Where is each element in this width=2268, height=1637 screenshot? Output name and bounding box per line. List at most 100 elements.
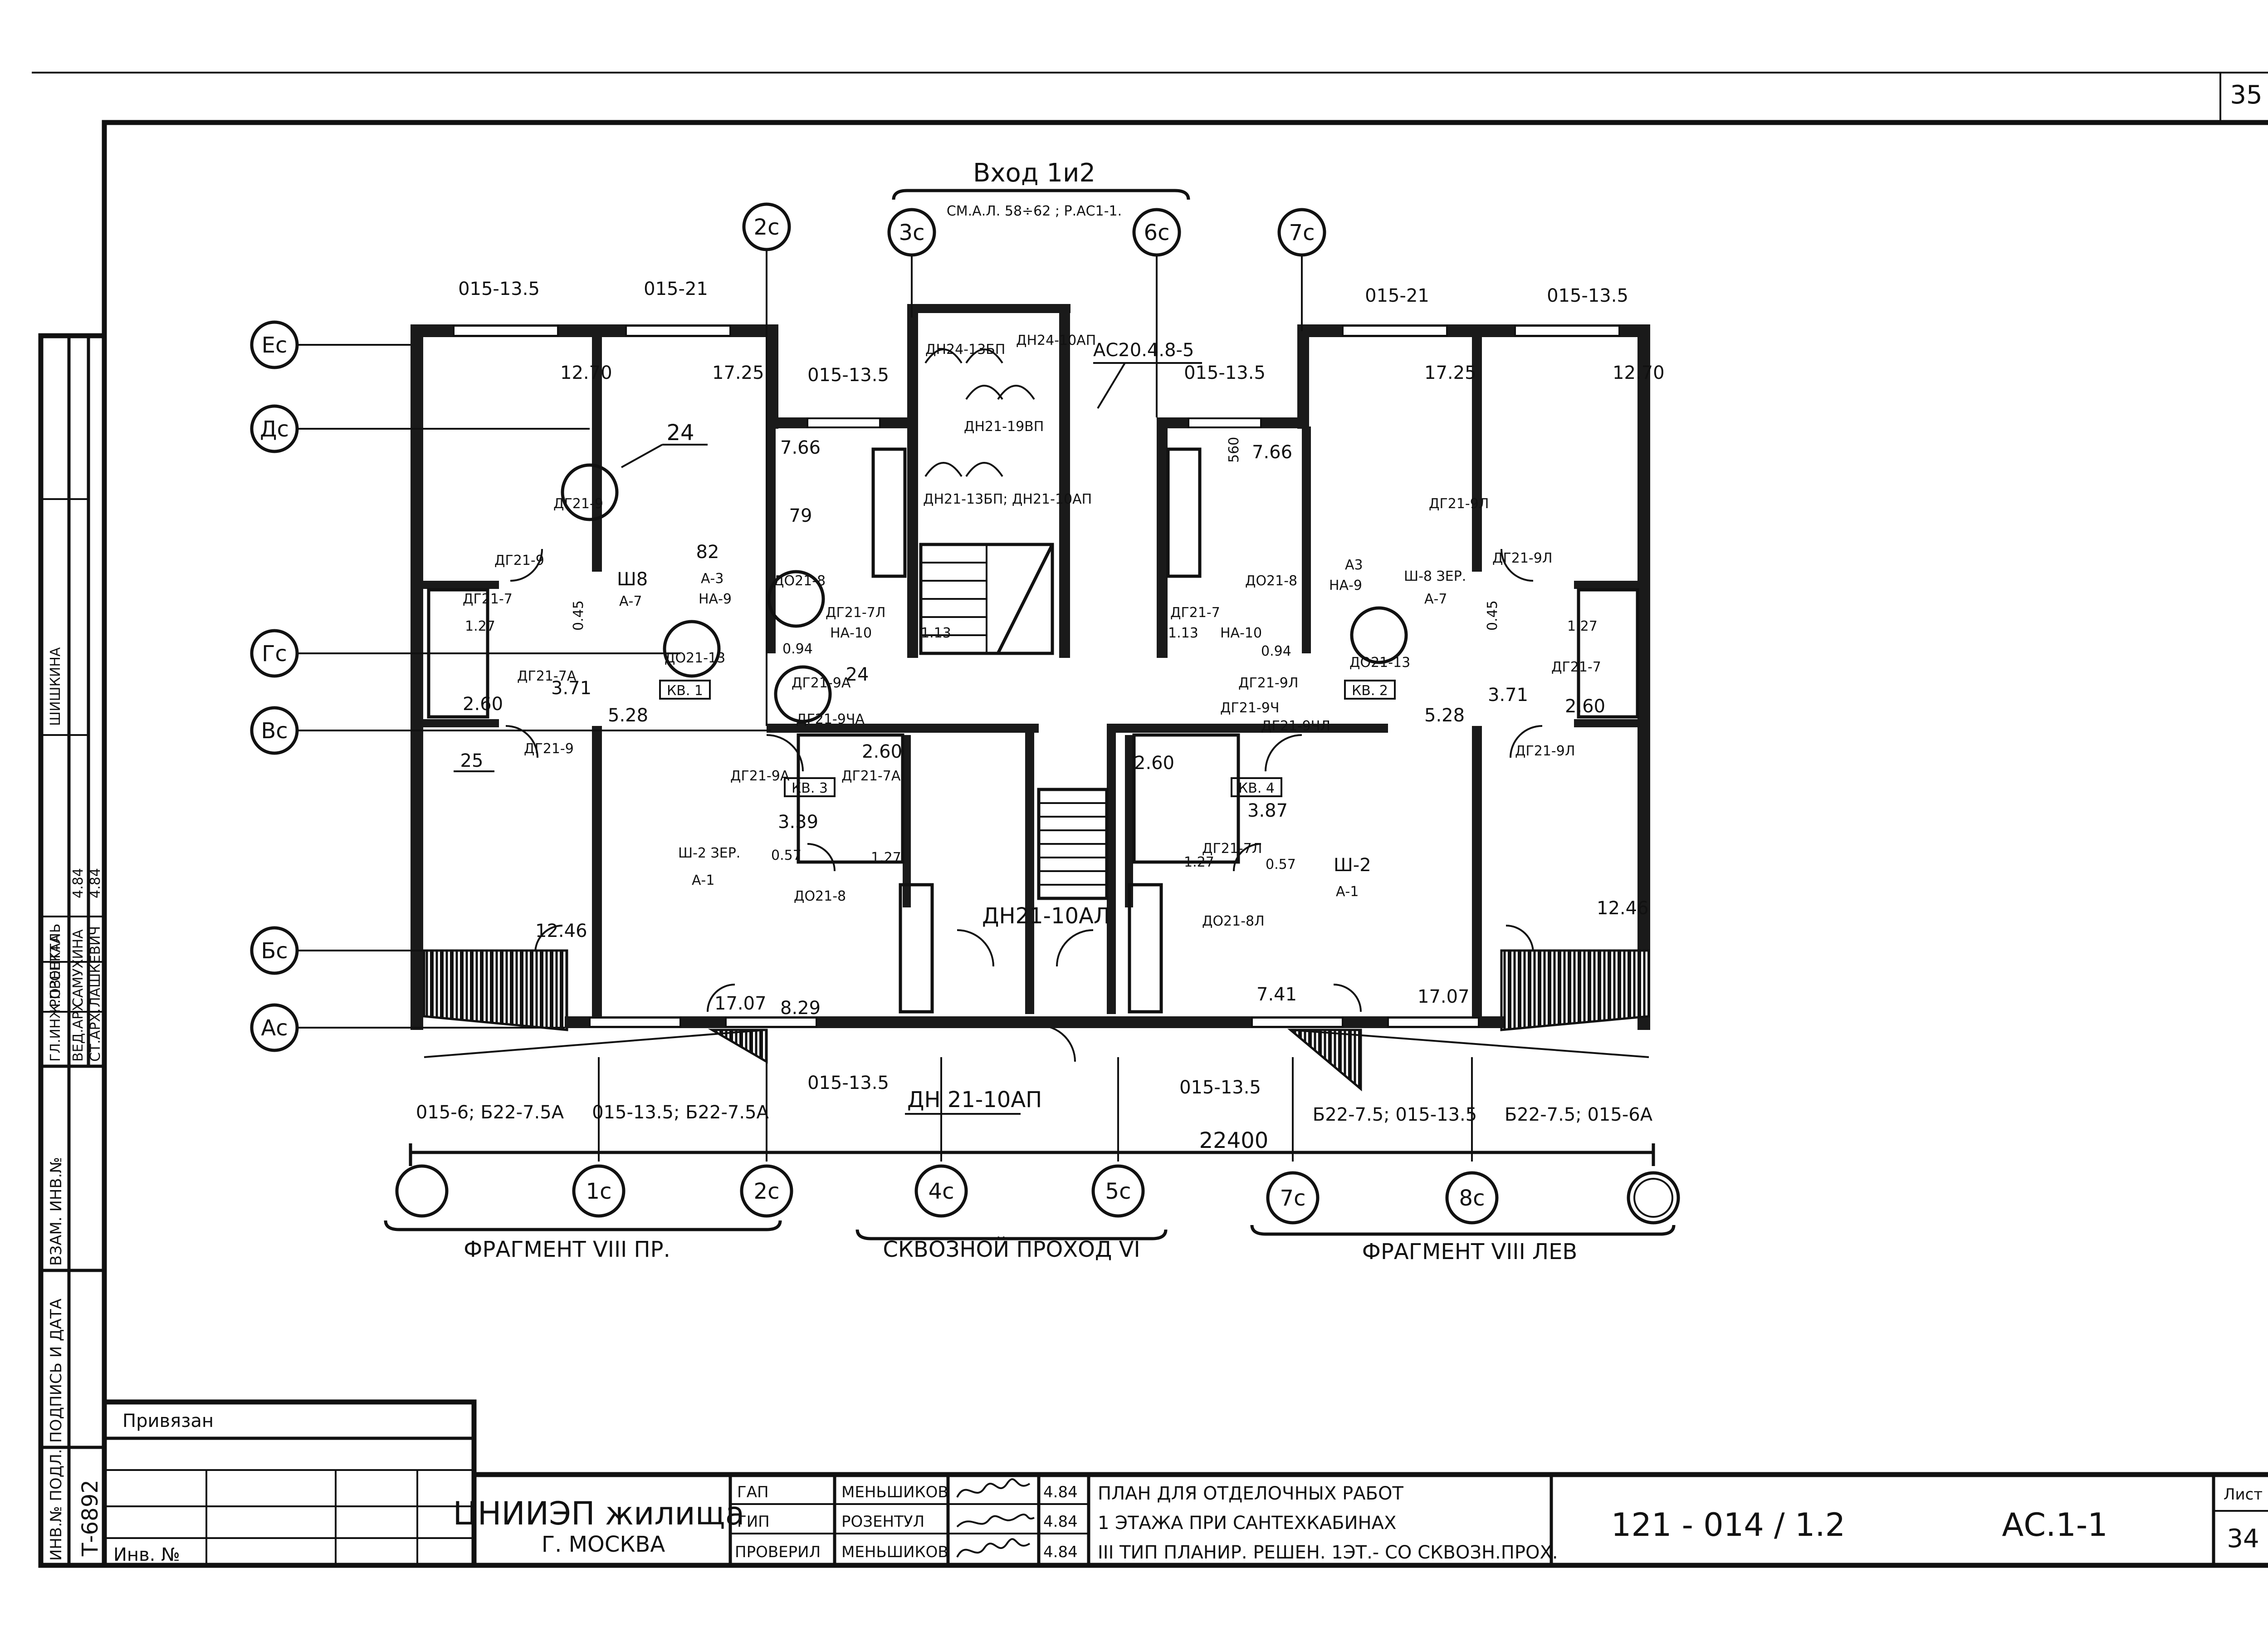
door-19: ДО21-13 [665,650,725,666]
leader-0: 24 [666,420,694,446]
area-31: 0.45 [1485,600,1501,631]
door-42: ДН21-19ВП [964,419,1044,435]
axis-rows: Ес Дс Гс Вс Бс Ас [250,320,771,1052]
window-top-5: 015-13.5 [1547,285,1628,306]
door-35: Ш-2 [1334,855,1371,876]
room-areas: 12.70 17.25 17.25 12.70 7.66 7.66 3.71 5… [463,363,1665,1019]
window-top-1: 015-21 [644,279,708,299]
door-4: ДГ21-7А [517,668,577,684]
area-23: 1.27 [1567,618,1598,634]
floor-plan: 22400 [409,304,1655,1166]
signature-1 [956,1478,1031,1498]
tb-role-0: ГАП [737,1483,769,1501]
door-marks: ДГ21-9 ДГ21-9 ДГ21-9 ДГ21-7 ДГ21-7А ДГ21… [463,333,1601,1115]
tb-sheet-id: АС.1-1 [2002,1506,2107,1544]
axis-row-B: Бс [261,938,288,964]
leader-4: 24 [846,664,869,685]
window-bottom-5: Б22-7.5; 015-6А [1505,1104,1653,1125]
tb-role-1: ГИП [737,1513,770,1531]
door-27: А3 [1345,557,1363,573]
area-11: 2.60 [1565,696,1605,717]
stamp-date-1: 4.84 [70,868,86,898]
door-26: НА-9 [699,591,732,607]
door-6: ДГ21-9А [792,675,851,691]
window-bottom-3: 015-13.5 [1179,1077,1261,1098]
entry-header: Вход 1и2 СМ.А.Л. 58÷62 ; Р.АС1-1. [892,158,1190,219]
axis-bottom-8c-bubble [1445,1171,1499,1225]
window-bottom-2: 015-13.5 [807,1073,889,1093]
axis-top-2c: 2с [754,215,780,240]
window-top-2: 015-13.5 [807,365,889,386]
axis-row-V-bubble [250,706,299,755]
stairs-lower [1037,788,1109,900]
leader-3: 25 [460,750,484,771]
area-19: 17.07 [1418,986,1470,1007]
door-36: А-1 [1336,884,1359,900]
tb-desc-2: 1 ЭТАЖА ПРИ САНТЕХКАБИНАХ [1098,1513,1396,1534]
area-28: 0.94 [782,641,813,657]
door-45: ДН 21-10АП [907,1087,1042,1113]
door-9: ДГ21-9Л [1492,550,1552,566]
door-44: ДН21-10АЛ [982,903,1110,929]
signature-3 [956,1538,1031,1558]
area-6: 3.71 [551,678,591,699]
tb-date-0: 4.84 [1043,1483,1078,1501]
apartment-1: КВ. 1 [667,683,703,699]
axis-bottom-4c: 4с [929,1179,954,1204]
door-40: ДН24-13БП [925,342,1005,358]
tb-code: 121 - 014 / 1.2 [1611,1506,1845,1544]
axis-bottom-0-bubble [395,1164,449,1218]
stamp-inv-value: Т-6892 [78,1480,103,1557]
stamp-cell-inv-podl: ИНВ.№ ПОДЛ. [47,1449,65,1561]
door-23: ДО21-8 [794,888,846,904]
sheet-frame: 35 [32,72,2268,1568]
area-10: 2.60 [463,694,503,715]
fragment-left: ФРАГМЕНТ VIII ПР. [464,1237,670,1262]
door-8: ДГ21-9Л [1429,496,1489,512]
area-4: 7.66 [780,437,821,458]
axis-row-G-bubble [250,629,299,678]
area-17: 12.46 [1597,898,1649,919]
area-26: 1.13 [921,625,951,641]
axis-top-7c-bubble [1277,208,1326,257]
axis-top-3c-bubble [887,208,936,257]
area-7: 5.28 [608,705,648,726]
area-9: 3.71 [1488,685,1528,706]
axis-top-6c-bubble [1132,208,1181,257]
tb-inv-no: Инв. № [113,1544,180,1565]
window-top-3: 015-13.5 [1184,363,1266,383]
apartment-tags: КВ. 1 КВ. 2 КВ. 3 КВ. 4 24 82 79 25 24 [454,420,1396,797]
door-17: ДГ21-7 [1551,659,1601,675]
door-22: ДО21-8 [1245,573,1297,589]
tb-name-2: МЕНЬШИКОВ [841,1543,948,1561]
title-block: Привязан Инв. № ЦНИИЭП жилища Г. МОСКВА … [102,1399,2268,1568]
axis-bottom-1c: 1с [586,1179,612,1204]
entry-ref: СМ.А.Л. 58÷62 ; Р.АС1-1. [947,203,1122,219]
tb-name-1: РОЗЕНТУЛ [841,1513,924,1531]
axis-row-B-bubble [250,926,299,975]
fragment-middle: СКВОЗНОЙ ПРОХОД VI [883,1236,1140,1262]
door-38: НА-10 [1220,625,1262,641]
door-28: НА-9 [1329,578,1362,593]
tb-org-name: ЦНИИЭП жилища [453,1495,744,1532]
balcony-left-2 [708,1029,768,1064]
tb-org-city: Г. МОСКВА [542,1532,665,1557]
axis-row-A-bubble [250,1003,299,1052]
area-8: 5.28 [1424,705,1465,726]
door-21: ДО21-8 [773,573,826,589]
area-16: 12.46 [535,921,587,941]
fragment-labels: ФРАГМЕНТ VIII ПР. СКВОЗНОЙ ПРОХОД VI ФРА… [384,1220,1676,1265]
stamp-cell-podpis: ПОДПИСЬ И ДАТА [47,1299,65,1443]
apartment-3: КВ. 3 [792,780,828,796]
stamp-name-shishkina: ШИШКИНА [48,647,64,726]
door-10: ДГ21-9Л [1515,743,1575,759]
apartment-4: КВ. 4 [1238,780,1275,796]
door-14: ДГ21-9ЧА [796,711,865,727]
area-18: 17.07 [714,993,767,1014]
door-3: ДГ21-7 [463,591,513,607]
window-marks: 015-13.5 015-21 015-13.5 015-13.5 015-21… [416,279,1653,1125]
axis-bottom-7c: 7с [1280,1186,1306,1211]
side-stamp: ИНВ.№ ПОДЛ. ПОДПИСЬ И ДАТА ВЗАМ. ИНВ.№ Г… [38,333,107,1568]
door-34: А-1 [692,872,714,888]
overall-dimension: 22400 [1199,1128,1269,1153]
